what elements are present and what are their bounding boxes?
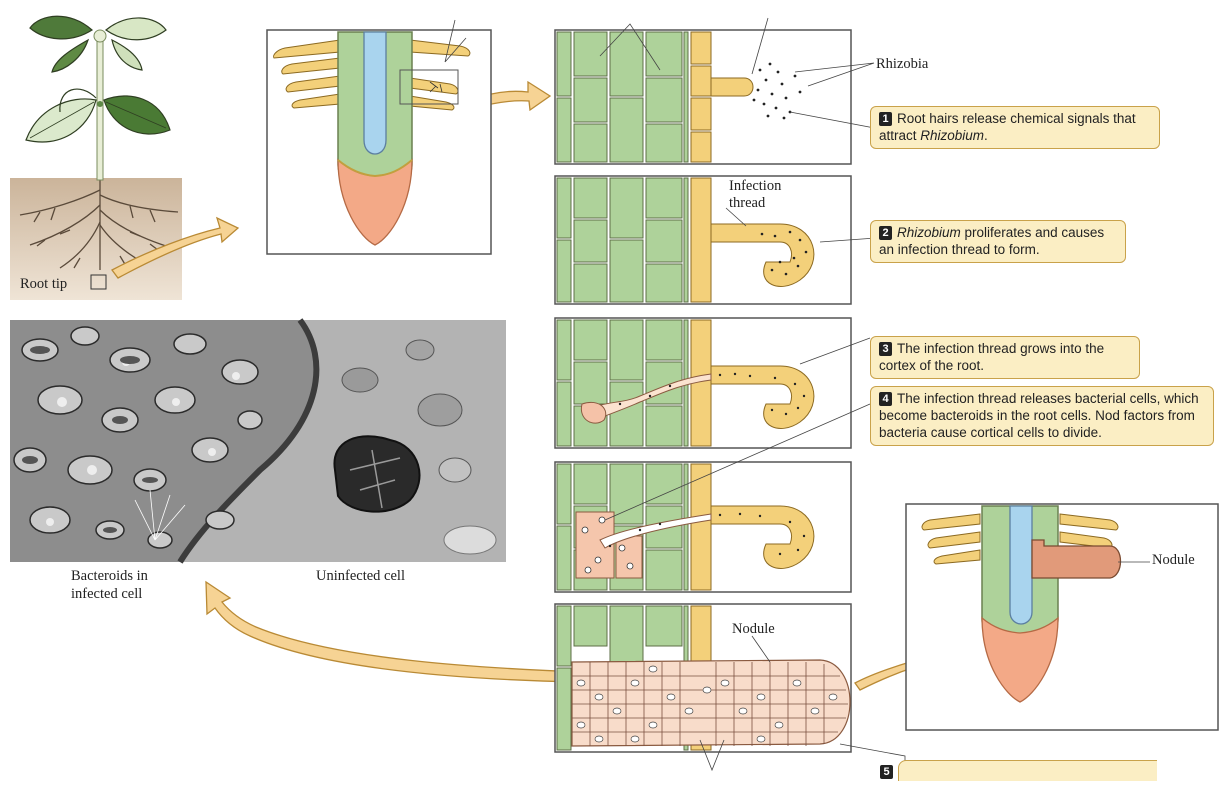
step-2-number: 2 — [879, 226, 892, 240]
step-1-text: Root hairs release chemical signals that… — [879, 111, 1136, 143]
electron-micrograph — [10, 320, 506, 562]
step-1-number: 1 — [879, 112, 892, 126]
panel-step-1 — [555, 18, 885, 164]
step-3-number: 3 — [879, 342, 892, 356]
step-4-number: 4 — [879, 392, 892, 406]
nodule-panel-label: Nodule — [732, 621, 775, 638]
bacteroids-label-line2: infected cell — [71, 586, 142, 603]
panel-step-5 — [555, 604, 905, 780]
nodule-side-label: Nodule — [1152, 552, 1195, 569]
infection-thread-label-line2: thread — [729, 195, 765, 212]
step-5-bubble — [898, 760, 1157, 781]
panel-step-3 — [555, 318, 870, 448]
step-1-text-end: . — [984, 128, 988, 143]
root-tip-label: Root tip — [20, 276, 67, 293]
step-1-italic: Rhizobium — [920, 128, 984, 143]
uninfected-cell-label: Uninfected cell — [316, 568, 405, 585]
rhizobia-label: Rhizobia — [876, 56, 928, 73]
step-4-text: The infection thread releases bacterial … — [879, 391, 1199, 440]
root-tip-panel — [267, 20, 491, 254]
panel-step-2 — [555, 176, 876, 304]
step-5-number: 5 — [880, 765, 893, 779]
step-5-caption: 5 — [878, 760, 1158, 782]
arrow-to-micrograph — [206, 582, 580, 682]
nodulated-root-panel — [906, 504, 1218, 730]
infection-thread-label-line1: Infection — [729, 178, 781, 195]
nodule-shape — [1032, 540, 1121, 578]
step-2-italic: Rhizobium — [897, 225, 961, 240]
bacteroids-label-line1: Bacteroids in — [71, 568, 148, 585]
starch-grains — [334, 436, 419, 511]
step-3-text: The infection thread grows into the cort… — [879, 341, 1104, 373]
